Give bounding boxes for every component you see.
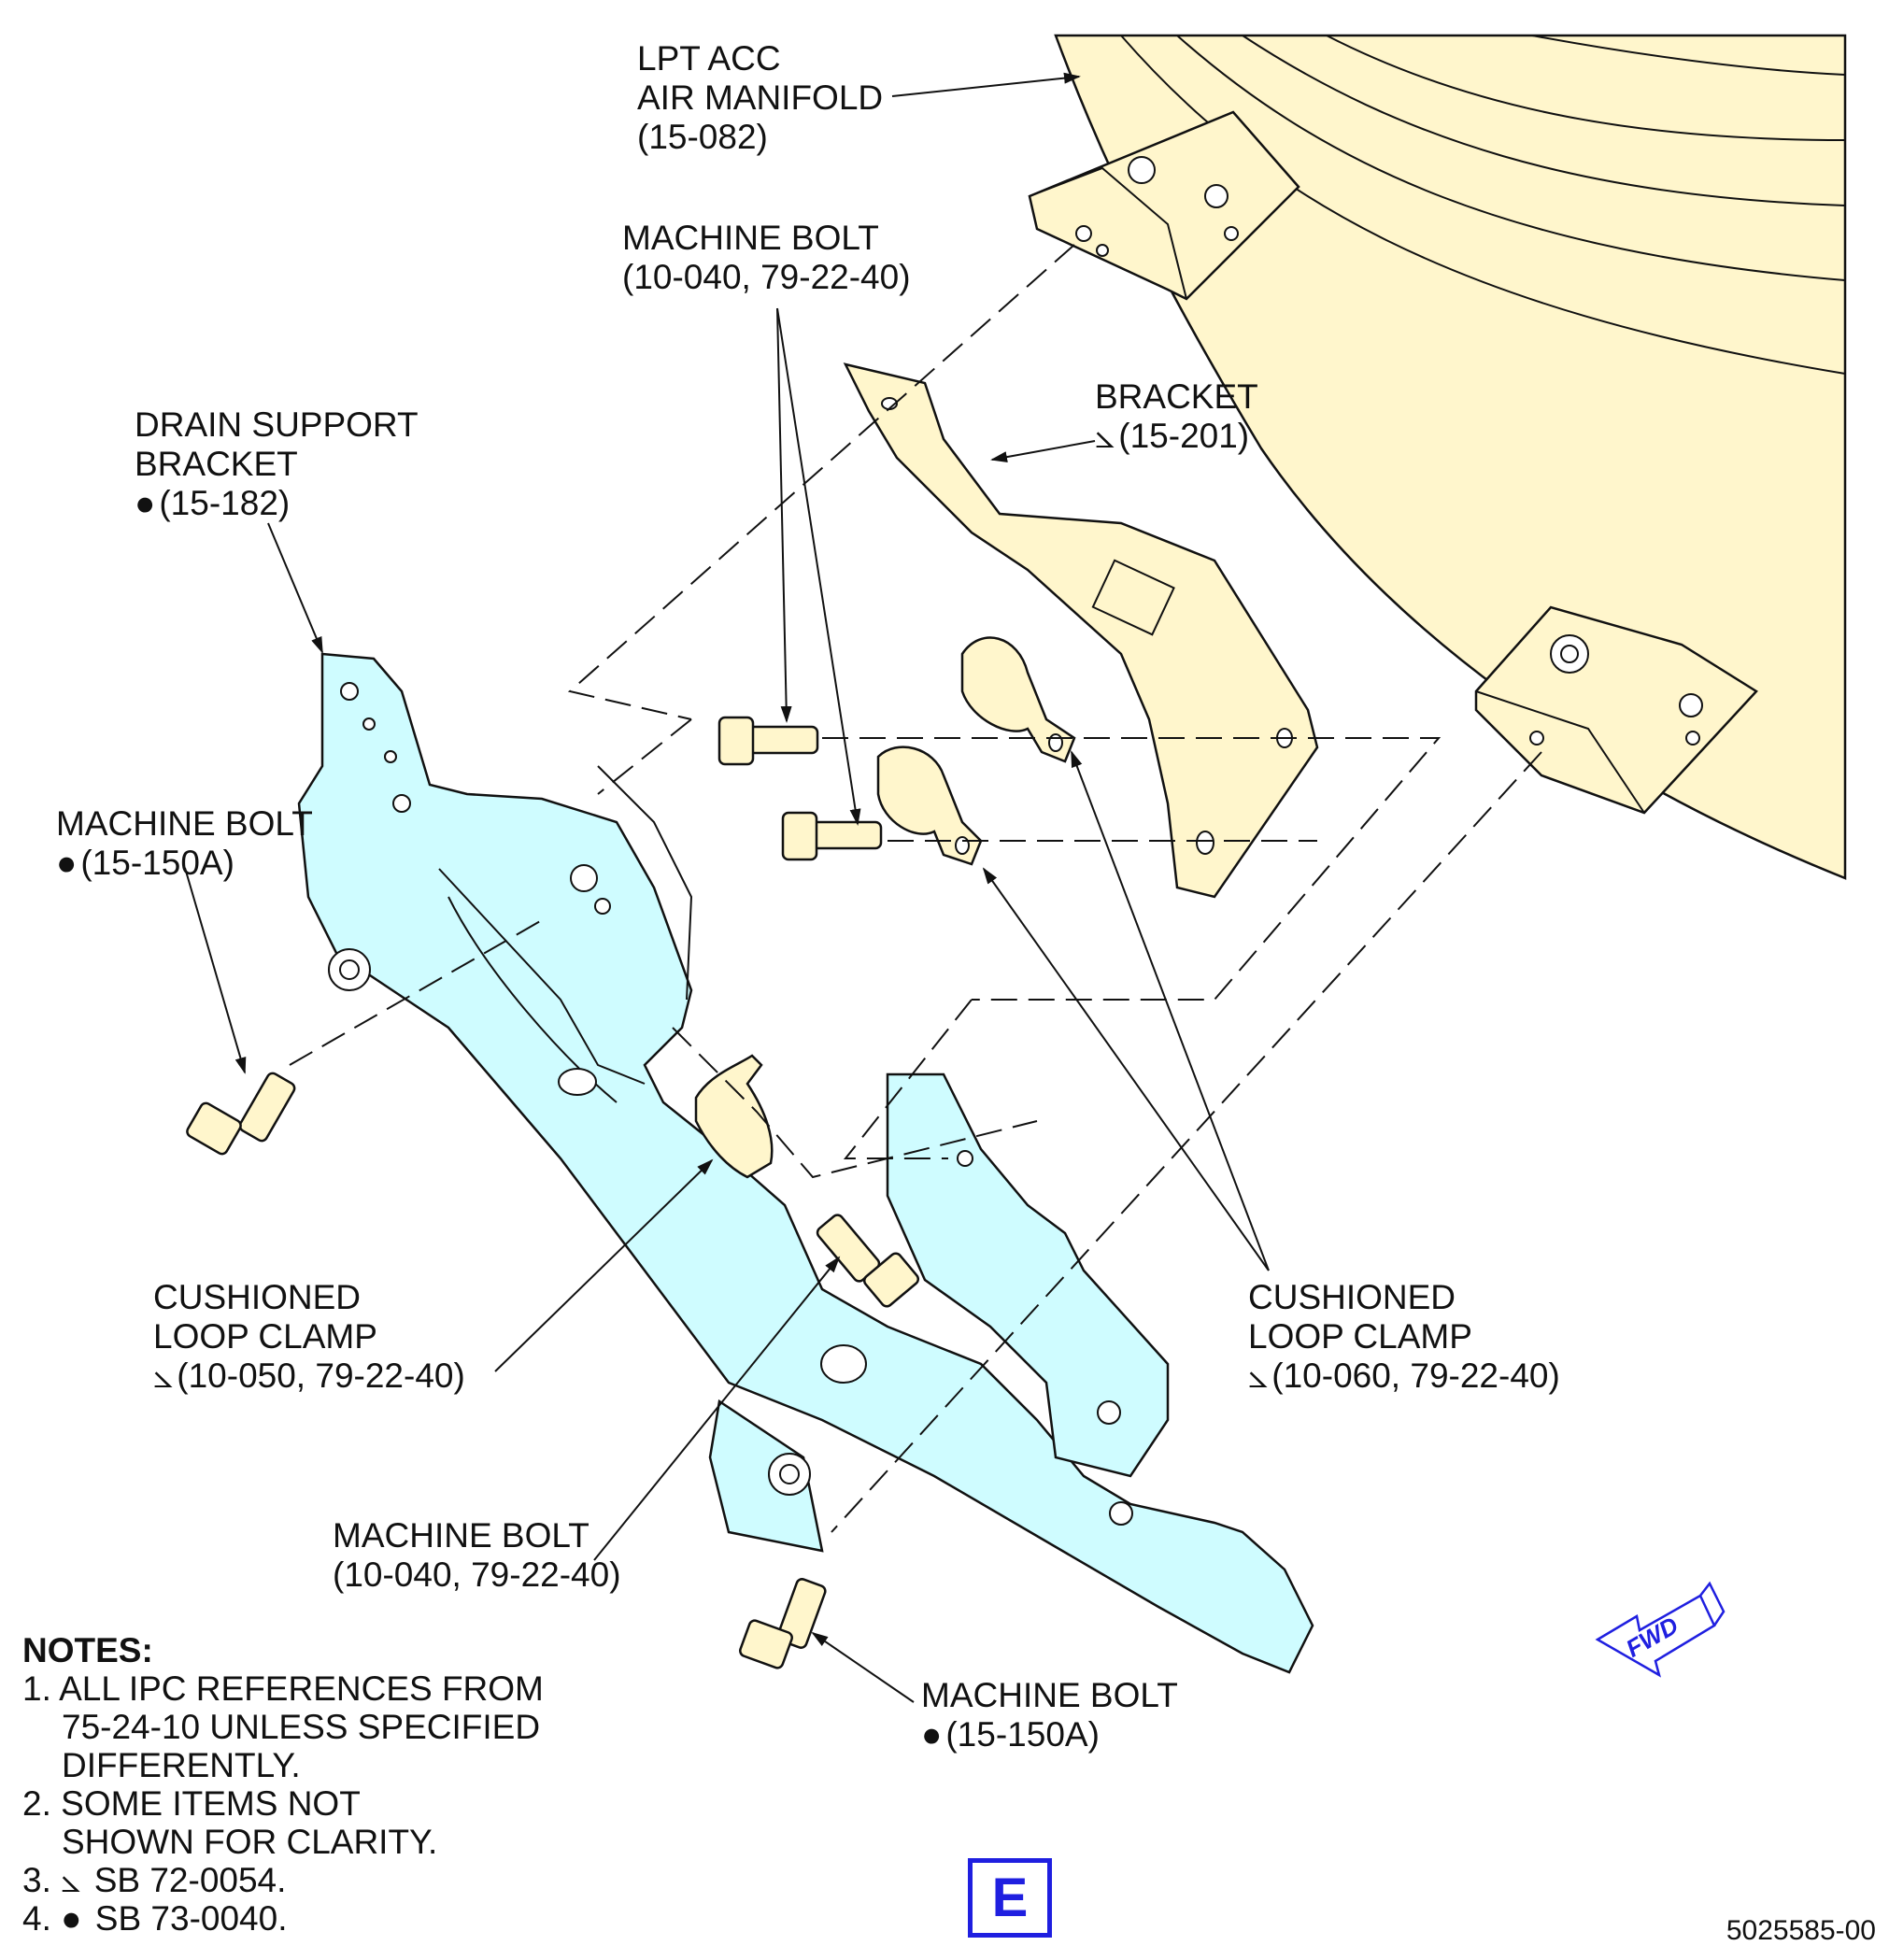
- machine-bolt-bottom: [739, 1578, 827, 1669]
- callout-line: (10-040, 79-22-40): [622, 258, 911, 296]
- note-line: DIFFERENTLY.: [62, 1746, 301, 1784]
- note-3: 3. ⦣ SB 72-0054.: [22, 1861, 544, 1899]
- note-line: SHOWN FOR CLARITY.: [62, 1823, 438, 1861]
- callout-ref: (15-150A): [945, 1715, 1100, 1754]
- callout-machine-bolt-bottom-right: MACHINE BOLT ●(15-150A): [921, 1676, 1178, 1754]
- leader-lines: [184, 72, 1270, 1703]
- sb-dot-icon: ●: [56, 844, 78, 882]
- sb-triangle-icon: ⦣: [61, 1861, 81, 1899]
- fwd-direction-arrow: FWD: [1595, 1581, 1726, 1678]
- callout-line: CUSHIONED: [153, 1278, 362, 1316]
- note-line: 1. ALL IPC REFERENCES FROM: [22, 1669, 544, 1708]
- callout-line: (15-082): [637, 118, 768, 156]
- sb-dot-icon: ●: [921, 1715, 943, 1754]
- machine-bolt-middle: [781, 811, 883, 861]
- callout-ref: (10-060, 79-22-40): [1271, 1356, 1560, 1395]
- callout-ref: (15-201): [1118, 417, 1250, 455]
- machine-bolt-left: [186, 1072, 296, 1156]
- sb-triangle-icon: ⦣: [1095, 417, 1115, 455]
- sb-dot-icon: ●: [61, 1899, 82, 1938]
- callout-bracket: BRACKET ⦣(15-201): [1095, 377, 1258, 456]
- callout-line: (10-040, 79-22-40): [333, 1555, 621, 1594]
- note-number: 3.: [22, 1861, 51, 1899]
- callout-line: BRACKET: [1095, 377, 1258, 416]
- callout-line: MACHINE BOLT: [921, 1676, 1178, 1714]
- callout-line: BRACKET: [135, 445, 298, 483]
- callout-line: LPT ACC: [637, 39, 781, 78]
- callout-machine-bolt-top: MACHINE BOLT (10-040, 79-22-40): [622, 219, 911, 297]
- callout-line: AIR MANIFOLD: [637, 78, 884, 117]
- note-number: 4.: [22, 1899, 51, 1938]
- cushioned-loop-clamp-middle: [876, 746, 983, 866]
- callout-line: MACHINE BOLT: [622, 219, 879, 257]
- callout-line: CUSHIONED: [1248, 1278, 1456, 1316]
- callout-machine-bolt-bottom: MACHINE BOLT (10-040, 79-22-40): [333, 1516, 621, 1595]
- cushioned-loop-clamp-upper: [960, 636, 1076, 763]
- callout-lpt-acc-air-manifold: LPT ACC AIR MANIFOLD (15-082): [637, 39, 883, 157]
- callout-ref: (15-150A): [80, 844, 234, 882]
- cushioned-loop-clamp-lower: [694, 1054, 774, 1179]
- callout-line: MACHINE BOLT: [333, 1516, 589, 1555]
- sb-triangle-icon: ⦣: [153, 1356, 174, 1395]
- note-4: 4. ● SB 73-0040.: [22, 1899, 544, 1938]
- note-line: 75-24-10 UNLESS SPECIFIED: [62, 1708, 541, 1746]
- notes-block: NOTES: 1. ALL IPC REFERENCES FROM 75-24-…: [22, 1631, 544, 1938]
- sb-dot-icon: ●: [135, 484, 156, 522]
- callout-line: MACHINE BOLT: [56, 804, 313, 843]
- callout-line: LOOP CLAMP: [1248, 1317, 1472, 1356]
- sb-triangle-icon: ⦣: [1248, 1356, 1269, 1395]
- machine-bolt-upper: [717, 716, 819, 766]
- manifold-upper-lug: [1028, 110, 1300, 301]
- drain-support-bracket: [297, 652, 1314, 1674]
- callout-line: DRAIN SUPPORT: [135, 405, 419, 444]
- callout-ref: (15-182): [159, 484, 291, 522]
- callout-ref: (10-050, 79-22-40): [177, 1356, 465, 1395]
- callout-cushioned-loop-clamp-left: CUSHIONED LOOP CLAMP ⦣(10-050, 79-22-40): [153, 1278, 465, 1396]
- callout-machine-bolt-left: MACHINE BOLT ●(15-150A): [56, 804, 313, 883]
- notes-heading: NOTES:: [22, 1631, 153, 1669]
- callout-drain-support-bracket: DRAIN SUPPORT BRACKET ●(15-182): [135, 405, 419, 523]
- assembly-phantom-lines: [289, 244, 1542, 1533]
- note-line: 2. SOME ITEMS NOT: [22, 1784, 361, 1823]
- figure-number: 5025585-00: [1726, 1915, 1876, 1946]
- bracket-15-201: [843, 362, 1319, 899]
- note-text: SB 72-0054.: [93, 1861, 287, 1899]
- callout-cushioned-loop-clamp-right: CUSHIONED LOOP CLAMP ⦣(10-060, 79-22-40): [1248, 1278, 1560, 1396]
- note-text: SB 73-0040.: [94, 1899, 288, 1938]
- manifold-lower-lug: [1474, 605, 1758, 815]
- callout-line: LOOP CLAMP: [153, 1317, 377, 1356]
- view-label-box: E: [968, 1858, 1052, 1938]
